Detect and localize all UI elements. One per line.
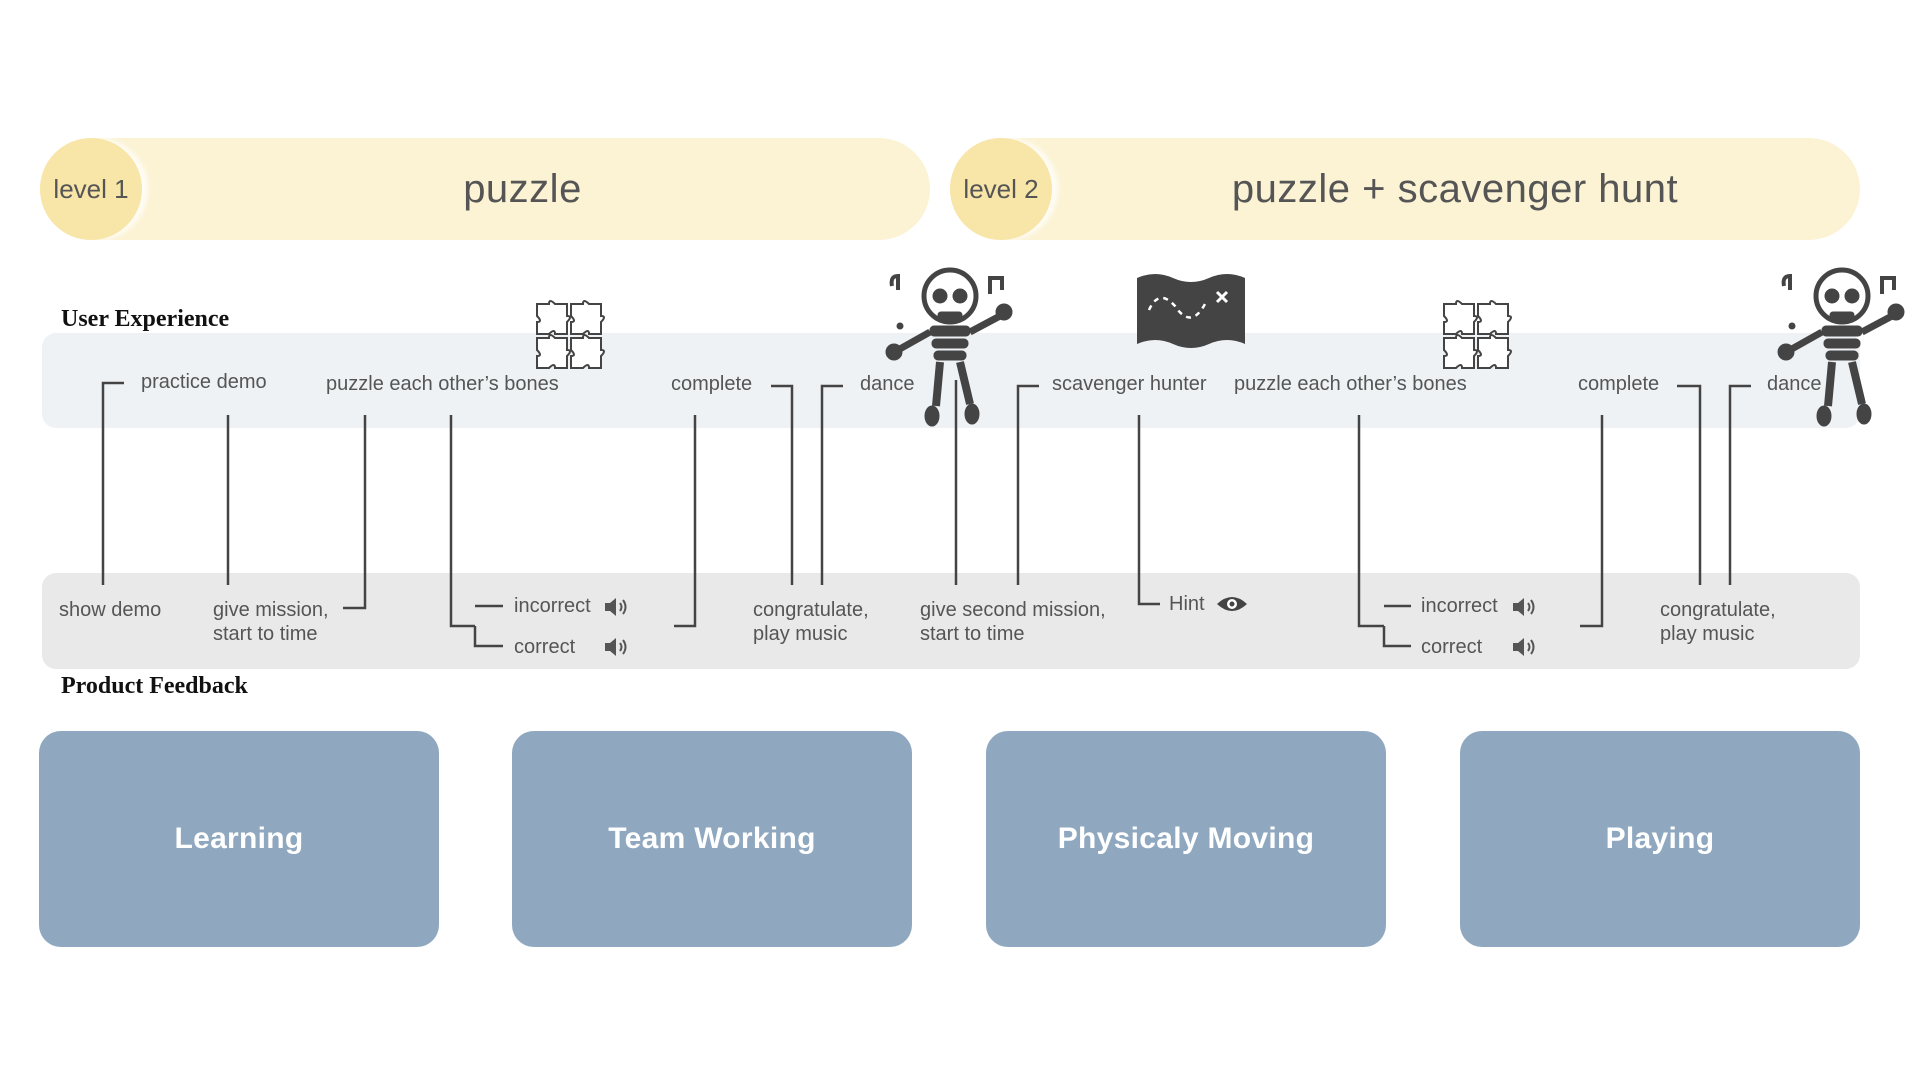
pf-congratulate-2-line1: congratulate, [1660,599,1776,621]
pf-second-mission-line2: start to time [920,623,1025,645]
speaker-icon [605,598,627,616]
ux-complete-2: complete [1578,373,1660,395]
pf-show-demo: show demo [59,599,162,621]
user-experience-lane [42,333,1860,428]
ux-puzzle-bones-2: puzzle each other’s bones [1234,373,1467,395]
pf-correct-2: correct [1421,636,1483,658]
pf-second-mission-line1: give second mission, [920,599,1106,621]
pf-hint: Hint [1169,593,1205,615]
card-physically-moving: Physicaly Moving [986,731,1386,947]
skeleton-dance-icon [1777,267,1905,427]
pf-give-mission-line1: give mission, [213,599,329,621]
level-1-badge: level 1 [40,138,142,240]
speaker-icon [605,638,627,656]
ux-dance-2: dance [1767,373,1822,395]
treasure-map-icon [1137,274,1245,348]
eye-icon [1217,597,1247,611]
pf-give-mission-line2: start to time [213,623,318,645]
card-team-working: Team Working [512,731,912,947]
skeleton-dance-icon [885,267,1013,427]
ux-complete-1: complete [671,373,753,395]
pf-incorrect-1: incorrect [514,595,591,617]
ux-puzzle-bones-1: puzzle each other’s bones [326,373,559,395]
ux-scavenger-hunter: scavenger hunter [1052,373,1207,395]
pf-correct-1: correct [514,636,576,658]
speaker-icon [1513,638,1535,656]
speaker-icon [1513,598,1535,616]
pf-congratulate-1-line2: play music [753,623,848,645]
level-1-title: puzzle [463,166,582,211]
pf-congratulate-2-line2: play music [1660,623,1755,645]
card-playing: Playing [1460,731,1860,947]
level-2-banner: level 2 puzzle + scavenger hunt [950,138,1860,240]
puzzle-icon [1443,300,1512,369]
product-feedback-label: Product Feedback [61,673,248,699]
pf-congratulate-1-line1: congratulate, [753,599,869,621]
card-learning: Learning [39,731,439,947]
puzzle-icon [536,300,605,369]
level-2-badge: level 2 [950,138,1052,240]
ux-dance-1: dance [860,373,915,395]
user-experience-label: User Experience [61,306,230,332]
level-2-title: puzzle + scavenger hunt [1231,166,1679,211]
ux-practice-demo: practice demo [141,371,267,393]
pf-incorrect-2: incorrect [1421,595,1498,617]
level-1-banner: level 1 puzzle [40,138,930,240]
